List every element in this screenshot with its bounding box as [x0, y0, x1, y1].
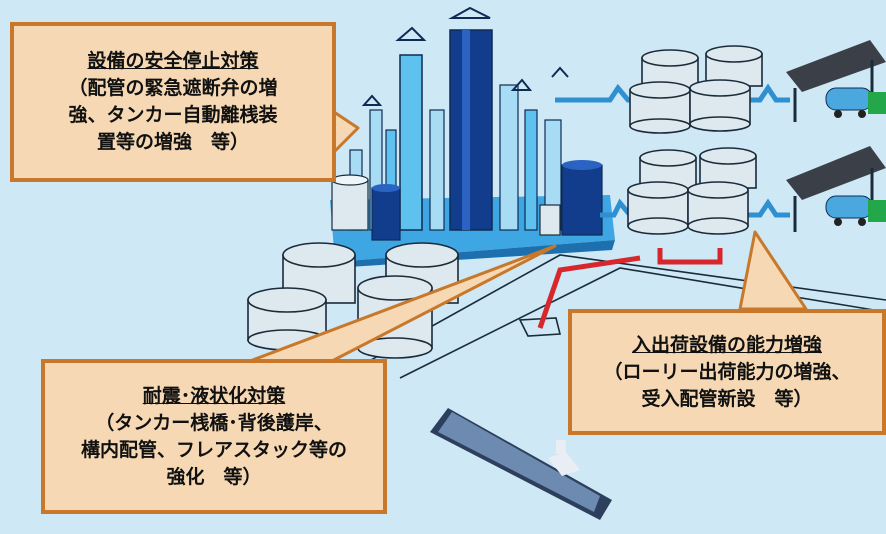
callout-safety-shutdown-line: 強、タンカー自動離桟装: [68, 104, 278, 126]
callout-shipping-capacity-line: 受入配管新設 等）: [641, 387, 813, 410]
callout-safety-shutdown-line: 置等の増強 等）: [96, 131, 249, 153]
callout-seismic-liquefaction-title: 耐震･液状化対策: [142, 384, 286, 407]
callout-shipping-capacity-line: （ローリー出荷能力の増強、: [603, 360, 851, 383]
storage-tanks-middle: [627, 147, 757, 235]
red-pipes: [537, 248, 723, 329]
callout-safety-shutdown-title: 設備の安全停止対策: [87, 50, 259, 72]
callout-seismic-liquefaction-line: （タンカー桟橋･背後護岸、: [95, 411, 333, 434]
callout-safety-shutdown-line: （配管の緊急遮断弁の増: [68, 77, 278, 99]
loading-sheds: [786, 40, 886, 232]
callout-safety-shutdown: 設備の安全停止対策 （配管の緊急遮断弁の増 強、タンカー自動離桟装 置等の増強 …: [10, 22, 336, 182]
callout-seismic-liquefaction-line: 構内配管、フレアスタック等の: [80, 438, 347, 461]
storage-tanks-top: [629, 45, 763, 134]
callout-seismic-liquefaction-line: 強化 等）: [166, 465, 262, 488]
tanker-truck-upper: [825, 87, 886, 118]
refinery-tanks: [331, 160, 603, 241]
tanker-ship: [430, 408, 612, 520]
callout-seismic-liquefaction: 耐震･液状化対策 （タンカー桟橋･背後護岸、 構内配管、フレアスタック等の 強化…: [41, 359, 387, 514]
storage-tanks-bottom: [247, 242, 459, 359]
refinery-columns: [349, 6, 569, 231]
callout-shipping-capacity: 入出荷設備の能力増強 （ローリー出荷能力の増強、 受入配管新設 等）: [568, 309, 886, 435]
callout-shipping-capacity-title: 入出荷設備の能力増強: [631, 333, 822, 356]
tanker-truck-lower: [825, 195, 886, 226]
